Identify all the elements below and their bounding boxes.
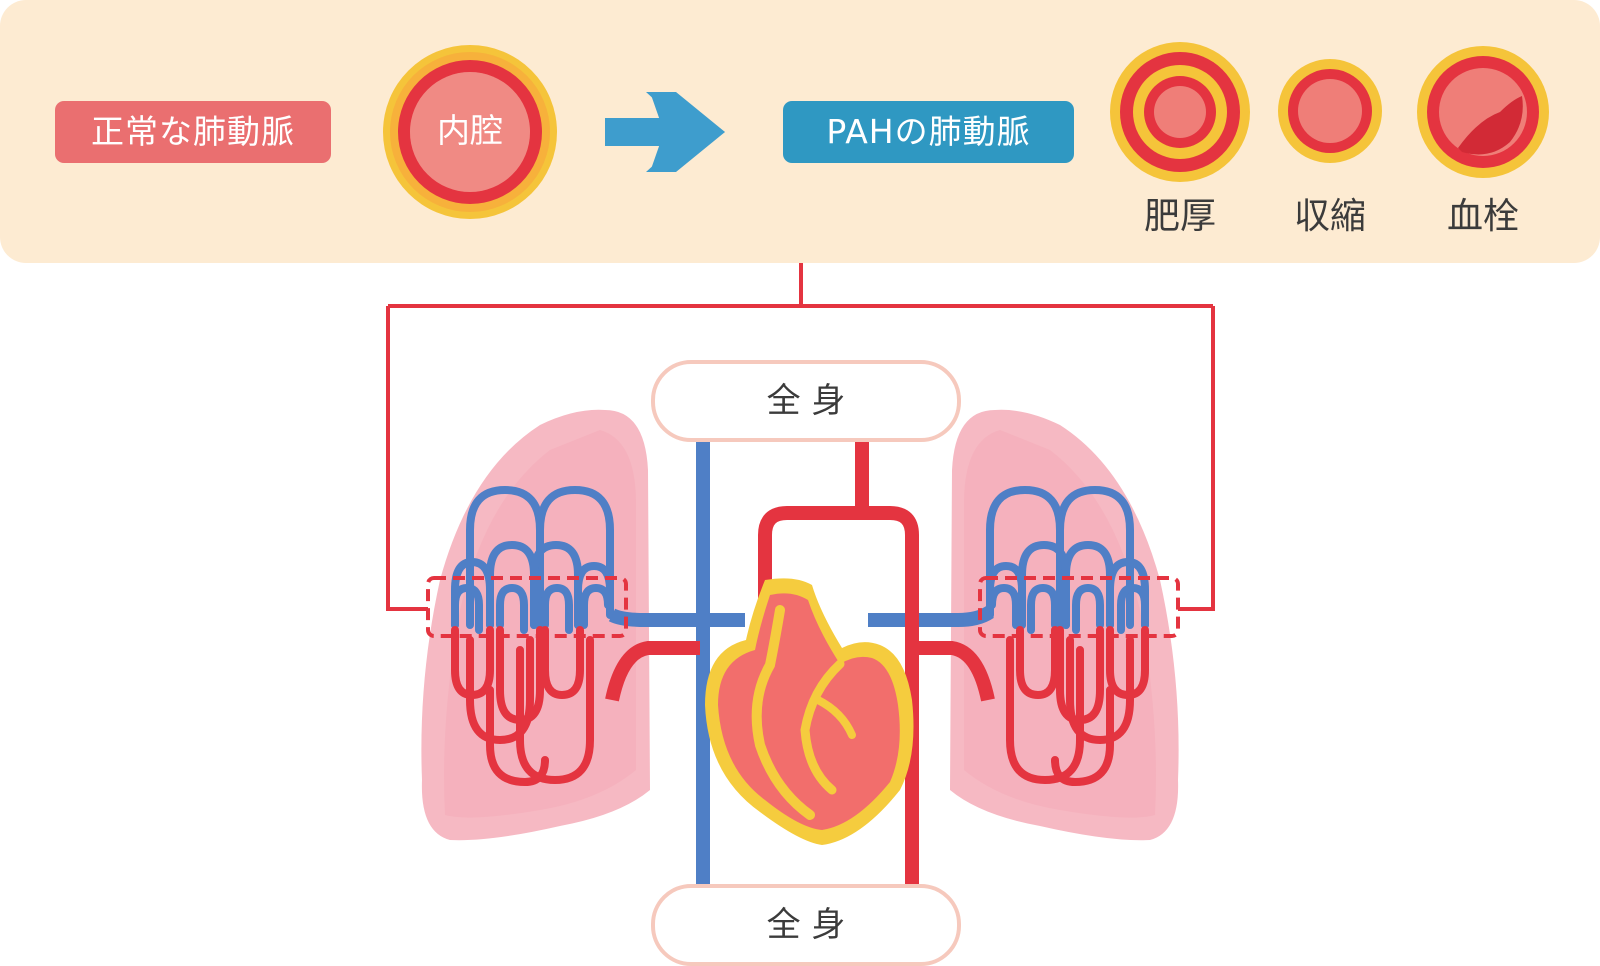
heart-icon <box>705 578 914 845</box>
systemic-circulation-top-box: 全 身 <box>651 360 961 442</box>
arterial-vessels <box>605 440 995 884</box>
right-lung-arteries <box>1006 626 1149 787</box>
lumen-label: 内腔 <box>437 111 503 150</box>
thrombus-label: 血栓 <box>1446 196 1519 237</box>
normal-artery-icon <box>383 45 557 219</box>
left-lung-arteries <box>451 626 594 787</box>
right-zoom-box <box>978 576 1180 638</box>
thickening-label: 肥厚 <box>1143 196 1216 237</box>
constricted-artery-icon <box>1278 59 1382 163</box>
thrombus-artery-icon <box>1417 46 1549 178</box>
constriction-label: 収縮 <box>1293 196 1366 237</box>
transition-arrow-icon <box>605 92 725 172</box>
left-zoom-box <box>426 576 628 638</box>
thickened-artery-icon <box>1110 42 1250 182</box>
connector-lines <box>386 263 1215 611</box>
left-lung-veins <box>451 485 614 634</box>
systemic-circulation-bottom-box: 全 身 <box>651 884 961 966</box>
normal-artery-label: 正常な肺動脈 <box>55 101 331 163</box>
pah-artery-label: PAHの肺動脈 <box>783 101 1074 163</box>
